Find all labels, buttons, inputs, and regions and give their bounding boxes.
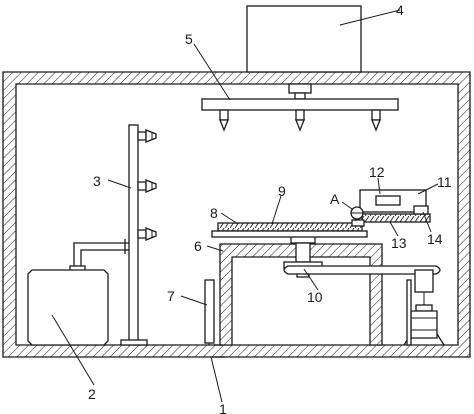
side-panel: [204, 279, 215, 345]
supply-pipe: [69, 239, 129, 273]
spray-manifold: [201, 83, 399, 132]
gear-housing: [359, 189, 427, 213]
side-nozzle: [137, 129, 157, 143]
manifold-nozzle: [295, 109, 305, 132]
leader-lines: [51, 9, 439, 403]
callout-10: 10: [307, 289, 323, 305]
callout-1: 1: [219, 401, 227, 414]
callout-a: A: [330, 191, 340, 207]
vertical-spray-pipe: [120, 124, 157, 346]
callout-8: 8: [210, 205, 218, 221]
gear-rack: [351, 205, 431, 227]
callout-7: 7: [167, 288, 175, 304]
callout-labels: 1 2 3 4 5 6 7 8 9 10 11 12 13 14 A: [88, 2, 452, 414]
callout-5: 5: [185, 31, 193, 47]
callout-6: 6: [194, 238, 202, 254]
manifold-nozzle: [371, 109, 381, 132]
callout-12: 12: [369, 164, 385, 180]
detail-a-circle: [350, 206, 364, 220]
water-tank: [27, 269, 109, 346]
top-motor: [246, 5, 362, 73]
turntable-tray: [211, 222, 368, 238]
callout-2: 2: [88, 386, 96, 402]
callout-14: 14: [427, 231, 443, 247]
callout-3: 3: [93, 173, 101, 189]
drive-motor: [403, 269, 445, 346]
callout-4: 4: [396, 2, 404, 18]
callout-13: 13: [391, 235, 407, 251]
side-nozzle: [137, 227, 157, 241]
manifold-nozzle: [219, 109, 229, 132]
callout-9: 9: [278, 183, 286, 199]
side-nozzle: [137, 179, 157, 193]
callout-11: 11: [437, 174, 452, 190]
drive-belt: [283, 265, 441, 275]
base-stand: [214, 243, 383, 346]
